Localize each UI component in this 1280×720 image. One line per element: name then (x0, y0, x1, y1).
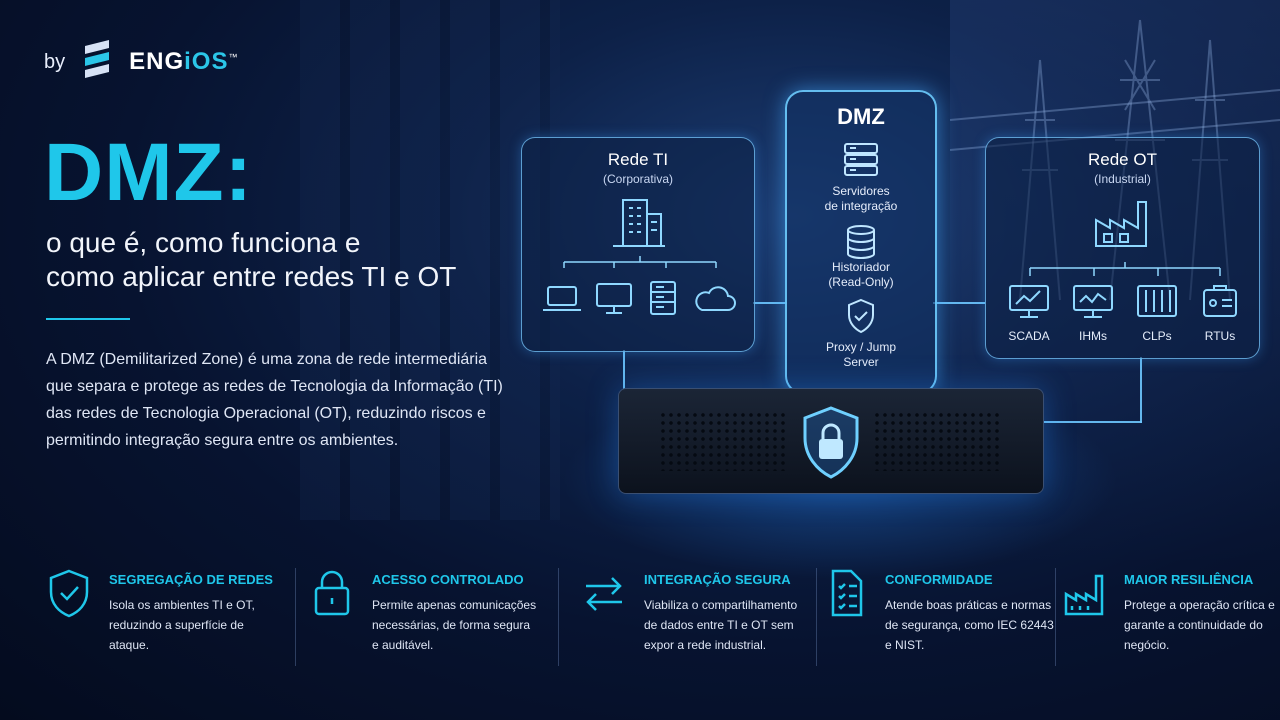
engios-logo-icon (85, 40, 110, 78)
feature-conformidade-desc: Atende boas práticas e normas de seguran… (885, 595, 1065, 655)
building-icon (613, 199, 665, 247)
feature-separator (295, 568, 296, 666)
feature-integracao-desc: Viabiliza o compartilhamento de dados en… (644, 595, 824, 655)
dmz-item-proxy: Proxy / Jump Server (787, 340, 935, 370)
feature-segregacao-line2: reduzindo a superfície de (109, 618, 244, 632)
monitor-icon (596, 283, 632, 314)
dmz-item-historian-line1: Historiador (831, 260, 891, 274)
feature-conformidade-line3: e NIST. (885, 638, 925, 652)
title-divider (46, 318, 130, 320)
padlock-icon (314, 570, 350, 616)
connector-ot-server (1040, 421, 1142, 423)
feature-conformidade-title: CONFORMIDADE (885, 572, 993, 587)
shield-lock-icon (803, 406, 859, 479)
feature-conformidade-line1: Atende boas práticas e normas (885, 598, 1052, 612)
brand-wordmark: ENGiOS™ (129, 48, 238, 76)
brand-by-label: by (44, 50, 66, 73)
feature-resiliencia: MAIOR RESILIÊNCIA Protege a operação crí… (1062, 560, 1275, 665)
brand-name-prefix: ENG (129, 48, 185, 75)
dmz-item-historian: Historiador (Read-Only) (787, 260, 935, 290)
feature-separator (1055, 568, 1056, 666)
ot-item-rtus: RTUs (1204, 329, 1236, 343)
dmz-panel: DMZ Servidores de integração Historiador… (785, 90, 937, 394)
ot-item-clps: CLPs (1142, 329, 1172, 343)
brand-tm: ™ (228, 52, 239, 62)
connector-ot-down (1140, 357, 1142, 423)
dmz-item-integration-line2: de integração (824, 199, 898, 213)
feature-acesso-line3: e auditável. (372, 638, 434, 652)
brand-name-suffix: iOS (184, 48, 229, 75)
features-row: SEGREGAÇÃO DE REDES Isola os ambientes T… (0, 560, 1280, 680)
feature-integracao-line2: de dados entre TI e OT sem (644, 618, 794, 632)
rede-ti-panel: Rede TI (Corporativa) (521, 137, 755, 352)
background-server-racks (300, 0, 560, 520)
feature-acesso-title: ACESSO CONTROLADO (372, 572, 524, 587)
feature-resiliencia-line3: negócio. (1124, 638, 1170, 652)
feature-acesso-line2: necessárias, de forma segura (372, 618, 531, 632)
dmz-item-proxy-line1: Proxy / Jump (825, 340, 897, 354)
hmi-monitor-icon (1073, 285, 1113, 318)
ot-item-ihms: IHMs (1079, 329, 1107, 343)
intro-description: A DMZ (Demilitarized Zone) é uma zona de… (46, 351, 503, 449)
feature-resiliencia-desc: Protege a operação crítica e garante a c… (1124, 595, 1280, 655)
rtu-icon (1203, 285, 1237, 317)
feature-resiliencia-line1: Protege a operação crítica e (1124, 598, 1275, 612)
brand-header: by ENGiOS™ (44, 40, 238, 84)
rede-ot-title: Rede OT (1088, 150, 1157, 169)
feature-integracao: INTEGRAÇÃO SEGURA Viabiliza o compartilh… (582, 560, 822, 665)
server-stack-icon (844, 143, 878, 176)
exchange-arrows-icon (586, 577, 622, 611)
dmz-item-integration-line1: Servidores (832, 184, 890, 198)
page-subtitle: o que é, como funciona e como aplicar en… (46, 226, 546, 294)
database-icon (847, 225, 875, 260)
scada-monitor-icon (1009, 285, 1049, 318)
checklist-icon (831, 569, 863, 617)
connector-dmz-ot (933, 302, 985, 304)
feature-segregacao-title: SEGREGAÇÃO DE REDES (109, 572, 273, 587)
factory-icon (1095, 201, 1147, 247)
firewall-appliance (618, 388, 1044, 494)
rede-ti-subtitle: (Corporativa) (602, 172, 674, 186)
dmz-item-proxy-line2: Server (843, 355, 879, 369)
feature-separator (816, 568, 817, 666)
feature-segregacao-desc: Isola os ambientes TI e OT, reduzindo a … (109, 595, 289, 655)
feature-segregacao-line3: ataque. (109, 638, 150, 652)
ot-item-scada: SCADA (1008, 329, 1050, 343)
ti-tree-lines (563, 256, 717, 268)
ot-tree-lines (1029, 262, 1221, 276)
feature-acesso-line1: Permite apenas comunicações (372, 598, 537, 612)
laptop-icon (543, 286, 581, 311)
dmz-title: DMZ (837, 104, 885, 129)
appliance-vent-left (659, 411, 789, 471)
dmz-item-integration: Servidores de integração (787, 184, 935, 214)
plc-icon (1137, 285, 1177, 317)
feature-resiliencia-line2: garante a continuidade do (1124, 618, 1263, 632)
shield-check-icon (49, 569, 89, 618)
feature-integracao-title: INTEGRAÇÃO SEGURA (644, 572, 791, 587)
connector-ti-down (623, 350, 625, 398)
feature-conformidade: CONFORMIDADE Atende boas práticas e norm… (823, 560, 1054, 665)
shield-check-icon (848, 298, 874, 334)
rede-ti-title: Rede TI (607, 150, 669, 169)
rede-ot-panel: Rede OT (Industrial) SCADA IHMs CLPs RTU… (985, 137, 1260, 359)
factory-icon (1064, 574, 1104, 616)
rede-ot-subtitle: (Industrial) (1094, 172, 1151, 186)
feature-acesso: ACESSO CONTROLADO Permite apenas comunic… (310, 560, 550, 665)
subtitle-line-1: o que é, como funciona e (46, 227, 361, 258)
server-icon (650, 281, 676, 315)
feature-acesso-desc: Permite apenas comunicações necessárias,… (372, 595, 552, 655)
feature-separator (558, 568, 559, 666)
cloud-icon (695, 286, 736, 311)
connector-ti-dmz (753, 302, 787, 304)
feature-segregacao-line1: Isola os ambientes TI e OT, (109, 598, 255, 612)
dmz-item-historian-line2: (Read-Only) (828, 275, 894, 289)
feature-conformidade-line2: de segurança, como IEC 62443 (885, 618, 1054, 632)
feature-integracao-line1: Viabiliza o compartilhamento (644, 598, 798, 612)
appliance-vent-right (873, 411, 1003, 471)
subtitle-line-2: como aplicar entre redes TI e OT (46, 261, 457, 292)
page-title: DMZ: (44, 127, 253, 218)
feature-integracao-line3: expor a rede industrial. (644, 638, 767, 652)
feature-segregacao: SEGREGAÇÃO DE REDES Isola os ambientes T… (47, 560, 287, 665)
feature-resiliencia-title: MAIOR RESILIÊNCIA (1124, 572, 1254, 587)
